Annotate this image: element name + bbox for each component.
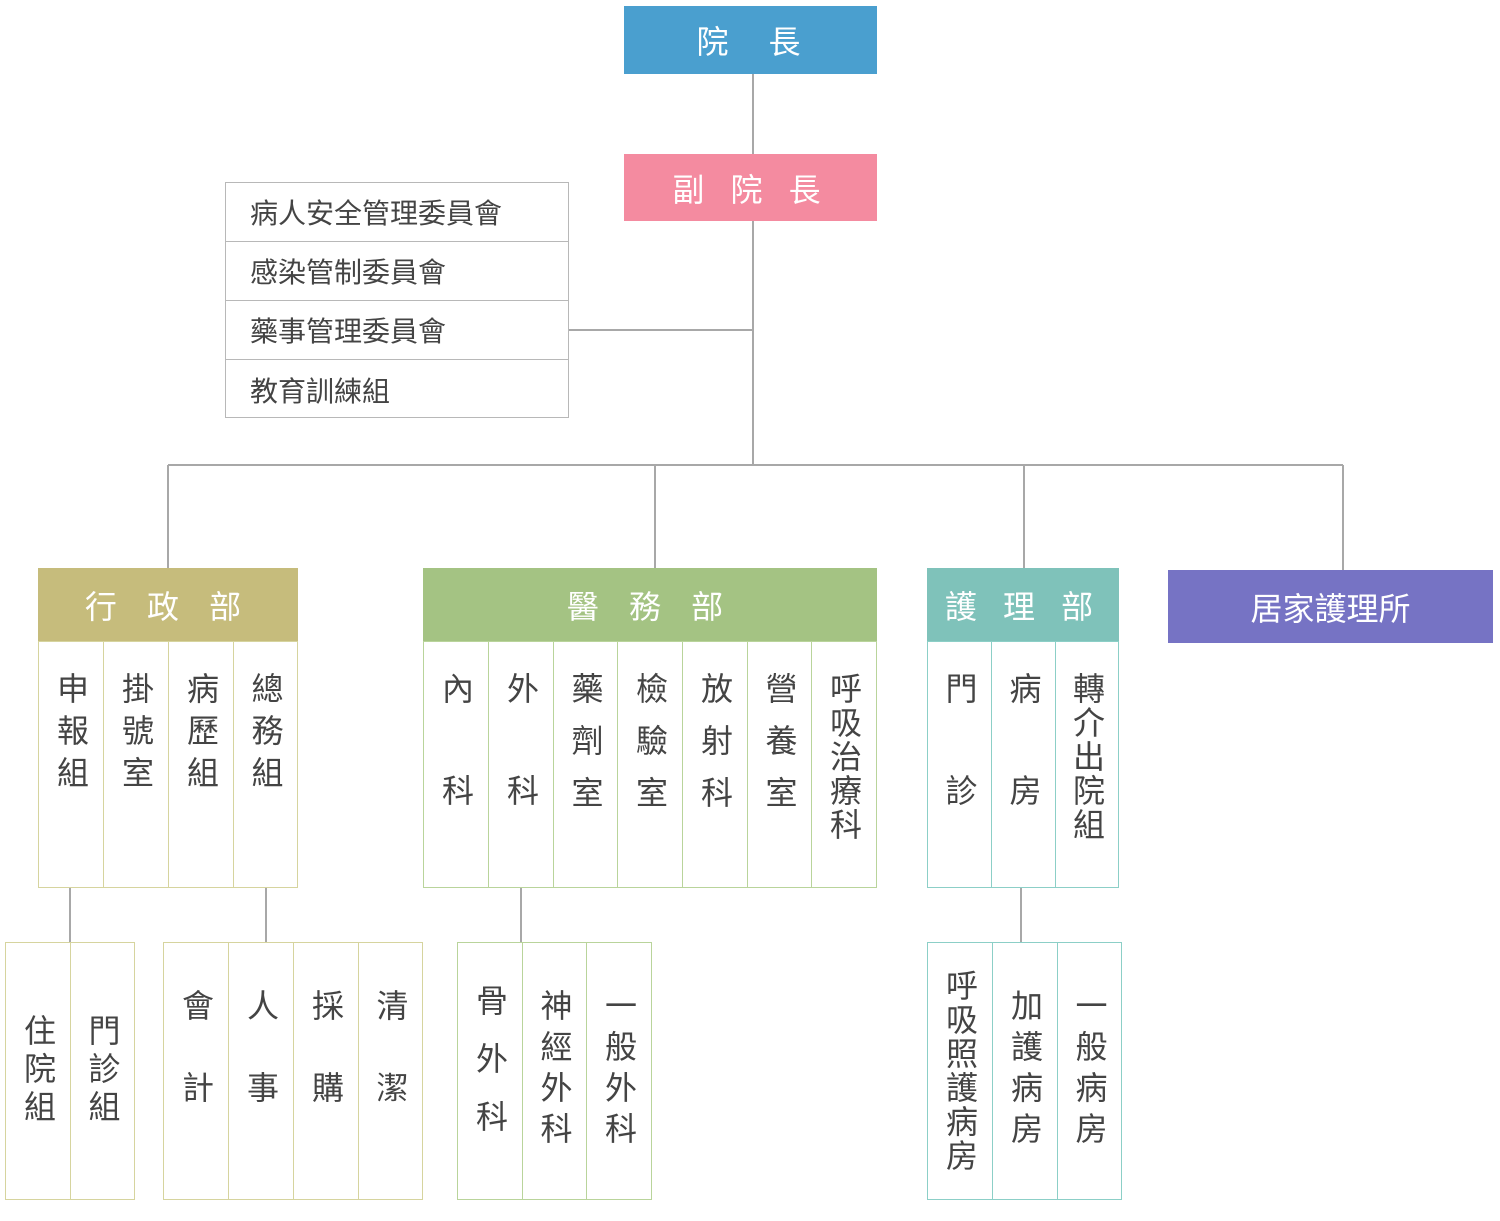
medical-dept-label: 醫 務 部 — [566, 587, 734, 626]
medical-unit: 檢驗室 — [617, 641, 683, 888]
medical-unit: 內科 — [423, 641, 489, 888]
admin-unit: 掛號室 — [103, 641, 169, 888]
medical-unit: 外科 — [488, 641, 554, 888]
committee-item: 感染管制委員會 — [226, 242, 568, 301]
medical-unit-label: 外科 — [502, 672, 540, 876]
admin-unit-label: 申報組 — [52, 672, 90, 798]
medical-unit-label: 內科 — [437, 672, 475, 876]
surgery-sub-unit: 神經外科 — [522, 942, 587, 1200]
medical-unit: 呼吸治療科 — [811, 641, 877, 888]
admin-sub-unit: 清潔 — [358, 942, 423, 1200]
nursing-dept-header: 護 理 部 — [927, 568, 1119, 641]
homecare-header: 居家護理所 — [1168, 570, 1493, 643]
admin-sub-unit-label: 會計 — [177, 989, 215, 1153]
ward-sub-unit-label: 一般病房 — [1070, 989, 1109, 1153]
nursing-unit: 病房 — [991, 641, 1056, 888]
nursing-unit-label: 轉介出院組 — [1068, 672, 1106, 842]
admin-unit: 申報組 — [38, 641, 104, 888]
president-label: 院 長 — [696, 23, 805, 61]
admin-sub-unit-label: 住院組 — [19, 1014, 57, 1128]
admin-unit-label: 總務組 — [246, 672, 285, 798]
committee-item: 病人安全管理委員會 — [226, 183, 568, 242]
nursing-unit-label: 病房 — [1004, 672, 1043, 876]
medical-unit-label: 呼吸治療科 — [825, 672, 863, 842]
nursing-dept-label: 護 理 部 — [944, 587, 1102, 626]
admin-sub-unit-label: 清潔 — [371, 989, 410, 1153]
surgery-sub-unit-label: 神經外科 — [535, 989, 574, 1153]
surgery-sub-unit-label: 一般外科 — [600, 989, 638, 1153]
admin-dept-label: 行 政 部 — [84, 587, 252, 626]
medical-unit-label: 藥劑室 — [566, 672, 605, 828]
committee-list: 病人安全管理委員會 感染管制委員會 藥事管理委員會 教育訓練組 — [225, 182, 569, 418]
vice-president-box: 副 院 長 — [624, 154, 877, 221]
admin-unit: 總務組 — [233, 641, 298, 888]
surgery-sub-unit: 骨外科 — [457, 942, 523, 1200]
admin-sub-unit-label: 人事 — [242, 989, 280, 1153]
admin-sub-unit: 會計 — [163, 942, 229, 1200]
admin-sub-unit: 門診組 — [70, 942, 135, 1200]
homecare-label: 居家護理所 — [1250, 589, 1411, 628]
medical-unit-label: 放射科 — [696, 672, 734, 828]
admin-sub-unit: 住院組 — [5, 942, 71, 1200]
admin-dept-header: 行 政 部 — [38, 568, 298, 641]
ward-sub-unit: 呼吸照護病房 — [927, 942, 993, 1200]
nursing-unit-label: 門診 — [940, 672, 979, 876]
ward-sub-unit-label: 加護病房 — [1006, 989, 1044, 1153]
admin-sub-unit-label: 門診組 — [83, 1014, 122, 1128]
ward-sub-unit: 加護病房 — [992, 942, 1058, 1200]
president-box: 院 長 — [624, 6, 877, 74]
admin-sub-unit-label: 採購 — [307, 989, 345, 1153]
nursing-unit: 門診 — [927, 641, 992, 888]
surgery-sub-unit-label: 骨外科 — [471, 984, 509, 1158]
ward-sub-unit-label: 呼吸照護病房 — [941, 969, 979, 1173]
admin-unit-label: 病歷組 — [182, 672, 220, 798]
committee-item: 藥事管理委員會 — [226, 301, 568, 360]
admin-sub-unit: 人事 — [228, 942, 294, 1200]
admin-unit-label: 掛號室 — [117, 672, 155, 798]
surgery-sub-unit: 一般外科 — [586, 942, 652, 1200]
committee-item: 教育訓練組 — [250, 374, 391, 408]
medical-unit: 放射科 — [682, 641, 748, 888]
nursing-unit: 轉介出院組 — [1055, 641, 1119, 888]
medical-dept-header: 醫 務 部 — [423, 568, 877, 641]
medical-unit-label: 營養室 — [760, 672, 799, 828]
admin-sub-unit: 採購 — [293, 942, 359, 1200]
vice-president-label: 副 院 長 — [672, 170, 829, 209]
medical-unit-label: 檢驗室 — [631, 672, 669, 828]
ward-sub-unit: 一般病房 — [1057, 942, 1122, 1200]
admin-unit: 病歷組 — [168, 641, 234, 888]
medical-unit: 藥劑室 — [553, 641, 618, 888]
medical-unit: 營養室 — [747, 641, 812, 888]
